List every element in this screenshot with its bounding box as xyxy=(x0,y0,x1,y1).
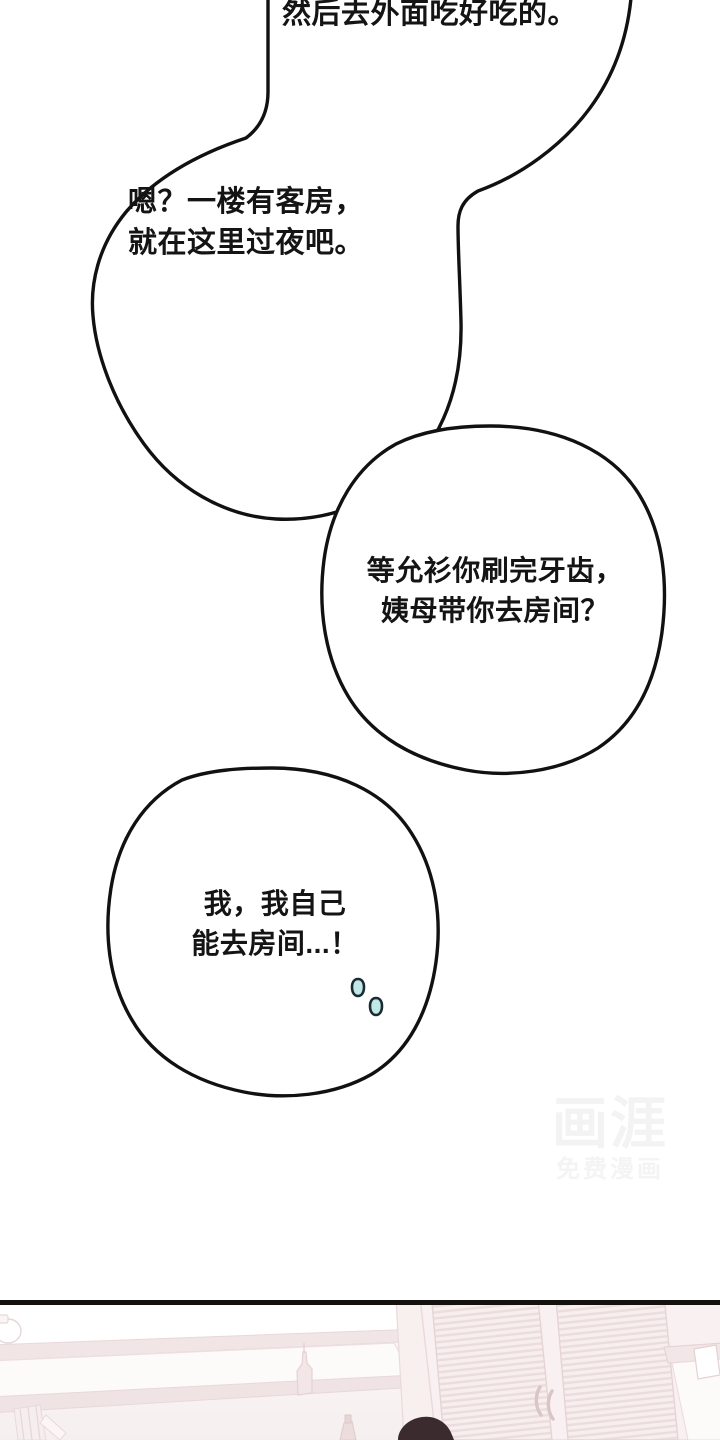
box-right xyxy=(693,1344,720,1380)
bottle-lower-cap xyxy=(344,1414,352,1424)
character-hair xyxy=(398,1416,454,1440)
wall-post xyxy=(395,1305,441,1440)
bubble-2-text: 等允衫你刷完牙齿， 姨母带你去房间？ xyxy=(366,555,624,626)
bubble-1-top-text: 然后去外面吃好吃的。 xyxy=(282,0,578,30)
panel-divider xyxy=(0,1300,720,1305)
watermark-logo-text: 画涯 xyxy=(552,1092,668,1155)
rail-left-bar-2 xyxy=(27,1406,33,1440)
rail-left-bar-3 xyxy=(35,1405,41,1440)
cabinet-door-left xyxy=(431,1305,553,1440)
cabinet-handle-left xyxy=(534,1385,543,1417)
watermark-tagline: 免费漫画 xyxy=(556,1156,664,1183)
cabinet-handle-right xyxy=(546,1389,555,1421)
bubble-3-text: 我，我自己 能去房间...！ xyxy=(191,888,359,959)
bottle-hanging xyxy=(296,1351,313,1396)
cabinet-door-right xyxy=(555,1305,679,1440)
nervous-sweat-marks-icon xyxy=(348,976,408,1024)
jar-left-lid xyxy=(0,1314,9,1324)
site-watermark: 画涯 免费漫画 xyxy=(530,1096,690,1182)
bubble-1-bottom-text: 嗯？一楼有客房， 就在这里过夜吧。 xyxy=(128,186,365,260)
rail-left-brace xyxy=(39,1414,67,1440)
dialogue-panel: 然后去外面吃好吃的。 嗯？一楼有客房， 就在这里过夜吧。 等允衫你刷完牙齿， 姨… xyxy=(90,0,690,1182)
scene-panel-bathroom xyxy=(0,1305,720,1440)
rail-left-bar-1 xyxy=(19,1408,25,1440)
